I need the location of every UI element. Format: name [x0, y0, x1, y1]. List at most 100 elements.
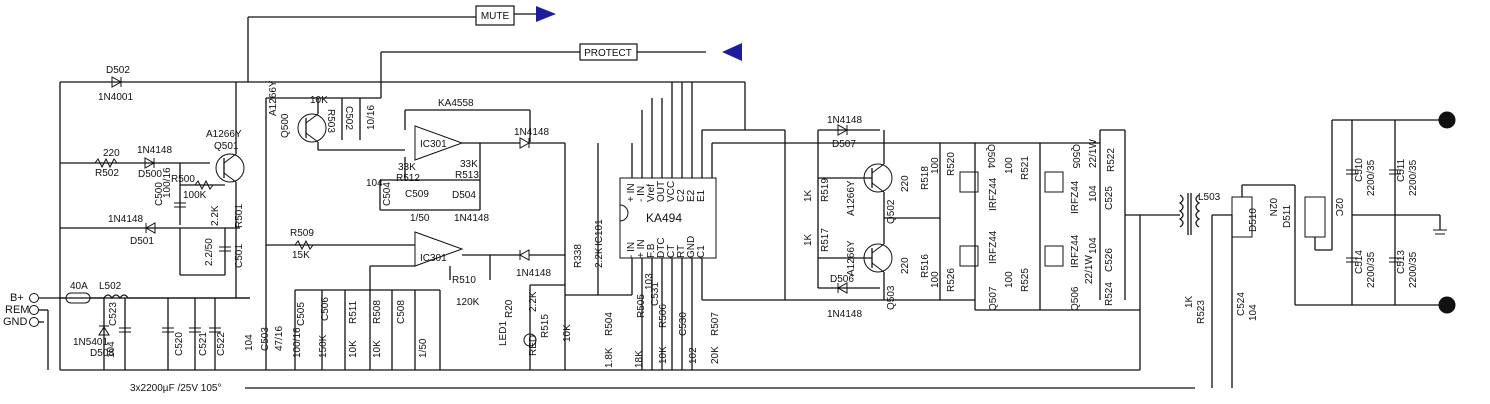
- d508-val: 1N5401: [73, 337, 108, 348]
- output-negative-terminal: [1438, 296, 1456, 314]
- c506-label: C506: [320, 297, 331, 321]
- d-bot-out-diode-icon: [518, 249, 530, 261]
- l502-label: L502: [99, 281, 122, 292]
- ka494-pin-top-2: - IN: [636, 186, 647, 202]
- r511-label: R511: [348, 300, 359, 324]
- mute-box: [475, 5, 515, 26]
- q507-val: IRFZ44: [988, 230, 999, 264]
- output-section: L503 1K R523 C524 104 D510 02N D511 02C: [1139, 111, 1456, 388]
- d506-diode-icon: [836, 282, 848, 294]
- d500-val: 1N4148: [137, 145, 172, 156]
- ka494-ic: KA494 IC101 + IN - IN Vref OUT VCC C2 E2…: [594, 82, 785, 370]
- d502-val: 1N4001: [98, 92, 133, 103]
- protect-label: PROTECT: [584, 48, 632, 59]
- ic101-support: R338 2.2K R504 1.8K R505 18K 103 C531 R5…: [565, 143, 721, 368]
- c511-label: C511: [1396, 158, 1407, 182]
- rem-section: D502 1N4001 220 R502 1N4148 D500 R500 10…: [60, 65, 245, 298]
- c513-label: C513: [1396, 250, 1407, 274]
- c525-label: C525: [1104, 186, 1115, 210]
- c504-val: 104: [366, 178, 383, 189]
- r521-val: 100: [1004, 157, 1015, 174]
- r506-label: R506: [658, 304, 669, 328]
- r512-label: R512: [396, 173, 420, 184]
- ka494-pin-top-5: VCC: [666, 181, 677, 202]
- ka494-pin-top-4: OUT: [656, 181, 667, 202]
- mosfet-section: 100 R520 100 R521 100 R526 100 R525 Q504…: [930, 129, 1180, 311]
- q503-val: A1266Y: [846, 240, 857, 276]
- l503-secondary-icon: [1195, 194, 1201, 228]
- d-top-out-diode-icon: [519, 137, 531, 149]
- c526-val: 104: [1088, 237, 1099, 254]
- capacitor-note: 3x2200µF /25V 105°: [130, 383, 222, 394]
- d501-val: 1N4148: [108, 214, 143, 225]
- c505-val: 100/16: [292, 327, 303, 358]
- c502-val: 10/16: [366, 105, 377, 130]
- ic301-lower-label: IC301: [420, 253, 447, 264]
- led1-val: RED: [528, 335, 539, 356]
- r516-label: R516: [920, 254, 931, 278]
- d508-diode-icon: [98, 326, 110, 336]
- r518-label: R518: [920, 166, 931, 190]
- c514-val: 2200/35: [1366, 251, 1377, 288]
- r500-resistor-icon: [194, 179, 214, 191]
- r500-label: R500: [171, 174, 195, 185]
- r502-label: R502: [95, 168, 119, 179]
- d-bot-out-label: 1N4148: [516, 268, 551, 279]
- l503-label: L503: [1198, 192, 1221, 203]
- r523-val: 1K: [1184, 295, 1195, 308]
- c530-label: C530: [678, 312, 689, 336]
- c509-val: 1/50: [410, 213, 430, 224]
- q504-mosfet-icon: [959, 171, 979, 193]
- mute-arrow-icon: [536, 6, 556, 22]
- d506-val: 1N4148: [827, 309, 862, 320]
- r509-val: 15K: [292, 250, 310, 261]
- rem-label: REM: [5, 304, 29, 316]
- r338-label: R338: [573, 244, 584, 268]
- c513-val: 2200/35: [1408, 251, 1419, 288]
- q507-mosfet-icon: [959, 245, 979, 267]
- r513-val: 33K: [460, 159, 478, 170]
- r511-val: 10K: [348, 340, 359, 358]
- q500-label: Q500: [280, 113, 291, 138]
- q505-label: Q505: [1070, 144, 1081, 169]
- r509-resistor-icon: [294, 239, 314, 251]
- r510-label: R510: [452, 275, 476, 286]
- q505-mosfet-icon: [1044, 171, 1064, 193]
- ka494-pin-bot-5: CT: [666, 245, 677, 258]
- ka494-pin-bot-3: F.B: [646, 243, 657, 258]
- d511-val: 02C: [1333, 198, 1344, 216]
- r521-label: R521: [1020, 156, 1031, 180]
- ka494-pin-bot-6: RT: [676, 245, 687, 258]
- led1-icon: [523, 333, 537, 347]
- ka494-pin-top-3: Vref: [646, 184, 657, 202]
- q503-label: Q503: [886, 285, 897, 310]
- d507-label: D507: [832, 139, 856, 150]
- c503-val: 47/16: [274, 326, 285, 351]
- r520-val: 100: [930, 157, 941, 174]
- r519-label: R519: [820, 178, 831, 202]
- ka494-notch: [619, 204, 629, 222]
- ka494-pin-bot-7: GND: [686, 236, 697, 258]
- d504-label: D504: [452, 190, 476, 201]
- r525-label: R525: [1020, 268, 1031, 292]
- q506-label: Q506: [1070, 286, 1081, 311]
- d510-val: 02N: [1267, 198, 1278, 216]
- c523-label: C523: [108, 302, 119, 326]
- q505-val: IRFZ44: [1070, 180, 1081, 214]
- b-plus-terminal: [29, 293, 39, 303]
- c525-val: 104: [1088, 185, 1099, 202]
- r501-label: R501: [234, 204, 245, 228]
- r525-val: 100: [1004, 271, 1015, 288]
- r526-label: R526: [946, 268, 957, 292]
- r503-label: R503: [325, 109, 336, 133]
- r515-label: R515: [540, 314, 551, 338]
- c524-label: C524: [1236, 292, 1247, 316]
- c521-label: C521: [198, 332, 209, 356]
- r506-val: 10K: [658, 346, 669, 364]
- r518-val: 220: [900, 175, 911, 192]
- ka494-pin-top-8: E1: [696, 189, 707, 202]
- q506-mosfet-icon: [1044, 245, 1064, 267]
- rem-terminal: [29, 305, 39, 315]
- q502-label: Q502: [886, 199, 897, 224]
- d502-diode-icon: [111, 76, 123, 88]
